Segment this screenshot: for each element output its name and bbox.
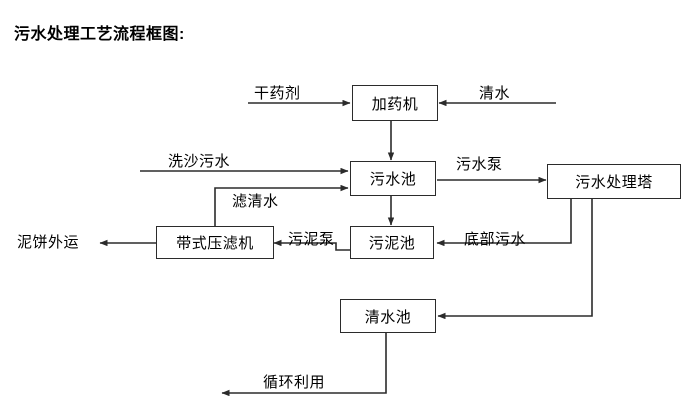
edge-filtered-water-to-wastewater-pool [214, 184, 349, 227]
terminal-label-sand-wash-wastewater: 洗沙污水 [168, 153, 231, 170]
edge-label-bottom-wastewater: 底部污水 [464, 231, 527, 248]
edge-label-filtered-clean-water: 滤清水 [232, 193, 279, 210]
node-sludge-pool[interactable]: 污泥池 [350, 226, 434, 259]
page-title: 污水处理工艺流程框图: [14, 26, 185, 43]
node-belt-filter-press[interactable]: 带式压滤机 [156, 226, 274, 259]
node-treatment-tower[interactable]: 污水处理塔 [547, 164, 681, 199]
node-wastewater-pool[interactable]: 污水池 [350, 161, 436, 196]
node-clean-water-pool[interactable]: 清水池 [340, 299, 436, 333]
node-label: 污水处理塔 [575, 174, 653, 191]
edge-label-recycle-reuse: 循环利用 [263, 374, 326, 391]
edge-label-wastewater-pump: 污水泵 [456, 156, 503, 173]
node-label: 污水池 [369, 171, 417, 188]
edge-sludge-pump-to-filter-press [273, 239, 350, 251]
node-label: 带式压滤机 [176, 235, 254, 252]
terminal-label-clean-water-input: 清水 [479, 85, 511, 102]
terminal-label-dry-chemical: 干药剂 [254, 85, 301, 102]
terminal-label-mud-cake-out: 泥饼外运 [17, 234, 80, 251]
node-label: 清水池 [364, 308, 412, 326]
edge-bottom-wastewater-to-sludge-pool [436, 199, 572, 247]
edge-tower-to-clean-water-pool [437, 199, 593, 320]
node-dosing-machine[interactable]: 加药机 [352, 85, 438, 121]
edge-label-sludge-pump: 污泥泵 [288, 231, 335, 248]
edge-clean-water-pool-to-recycle [221, 333, 387, 397]
node-label: 污泥池 [368, 235, 416, 252]
node-label: 加药机 [371, 95, 419, 113]
